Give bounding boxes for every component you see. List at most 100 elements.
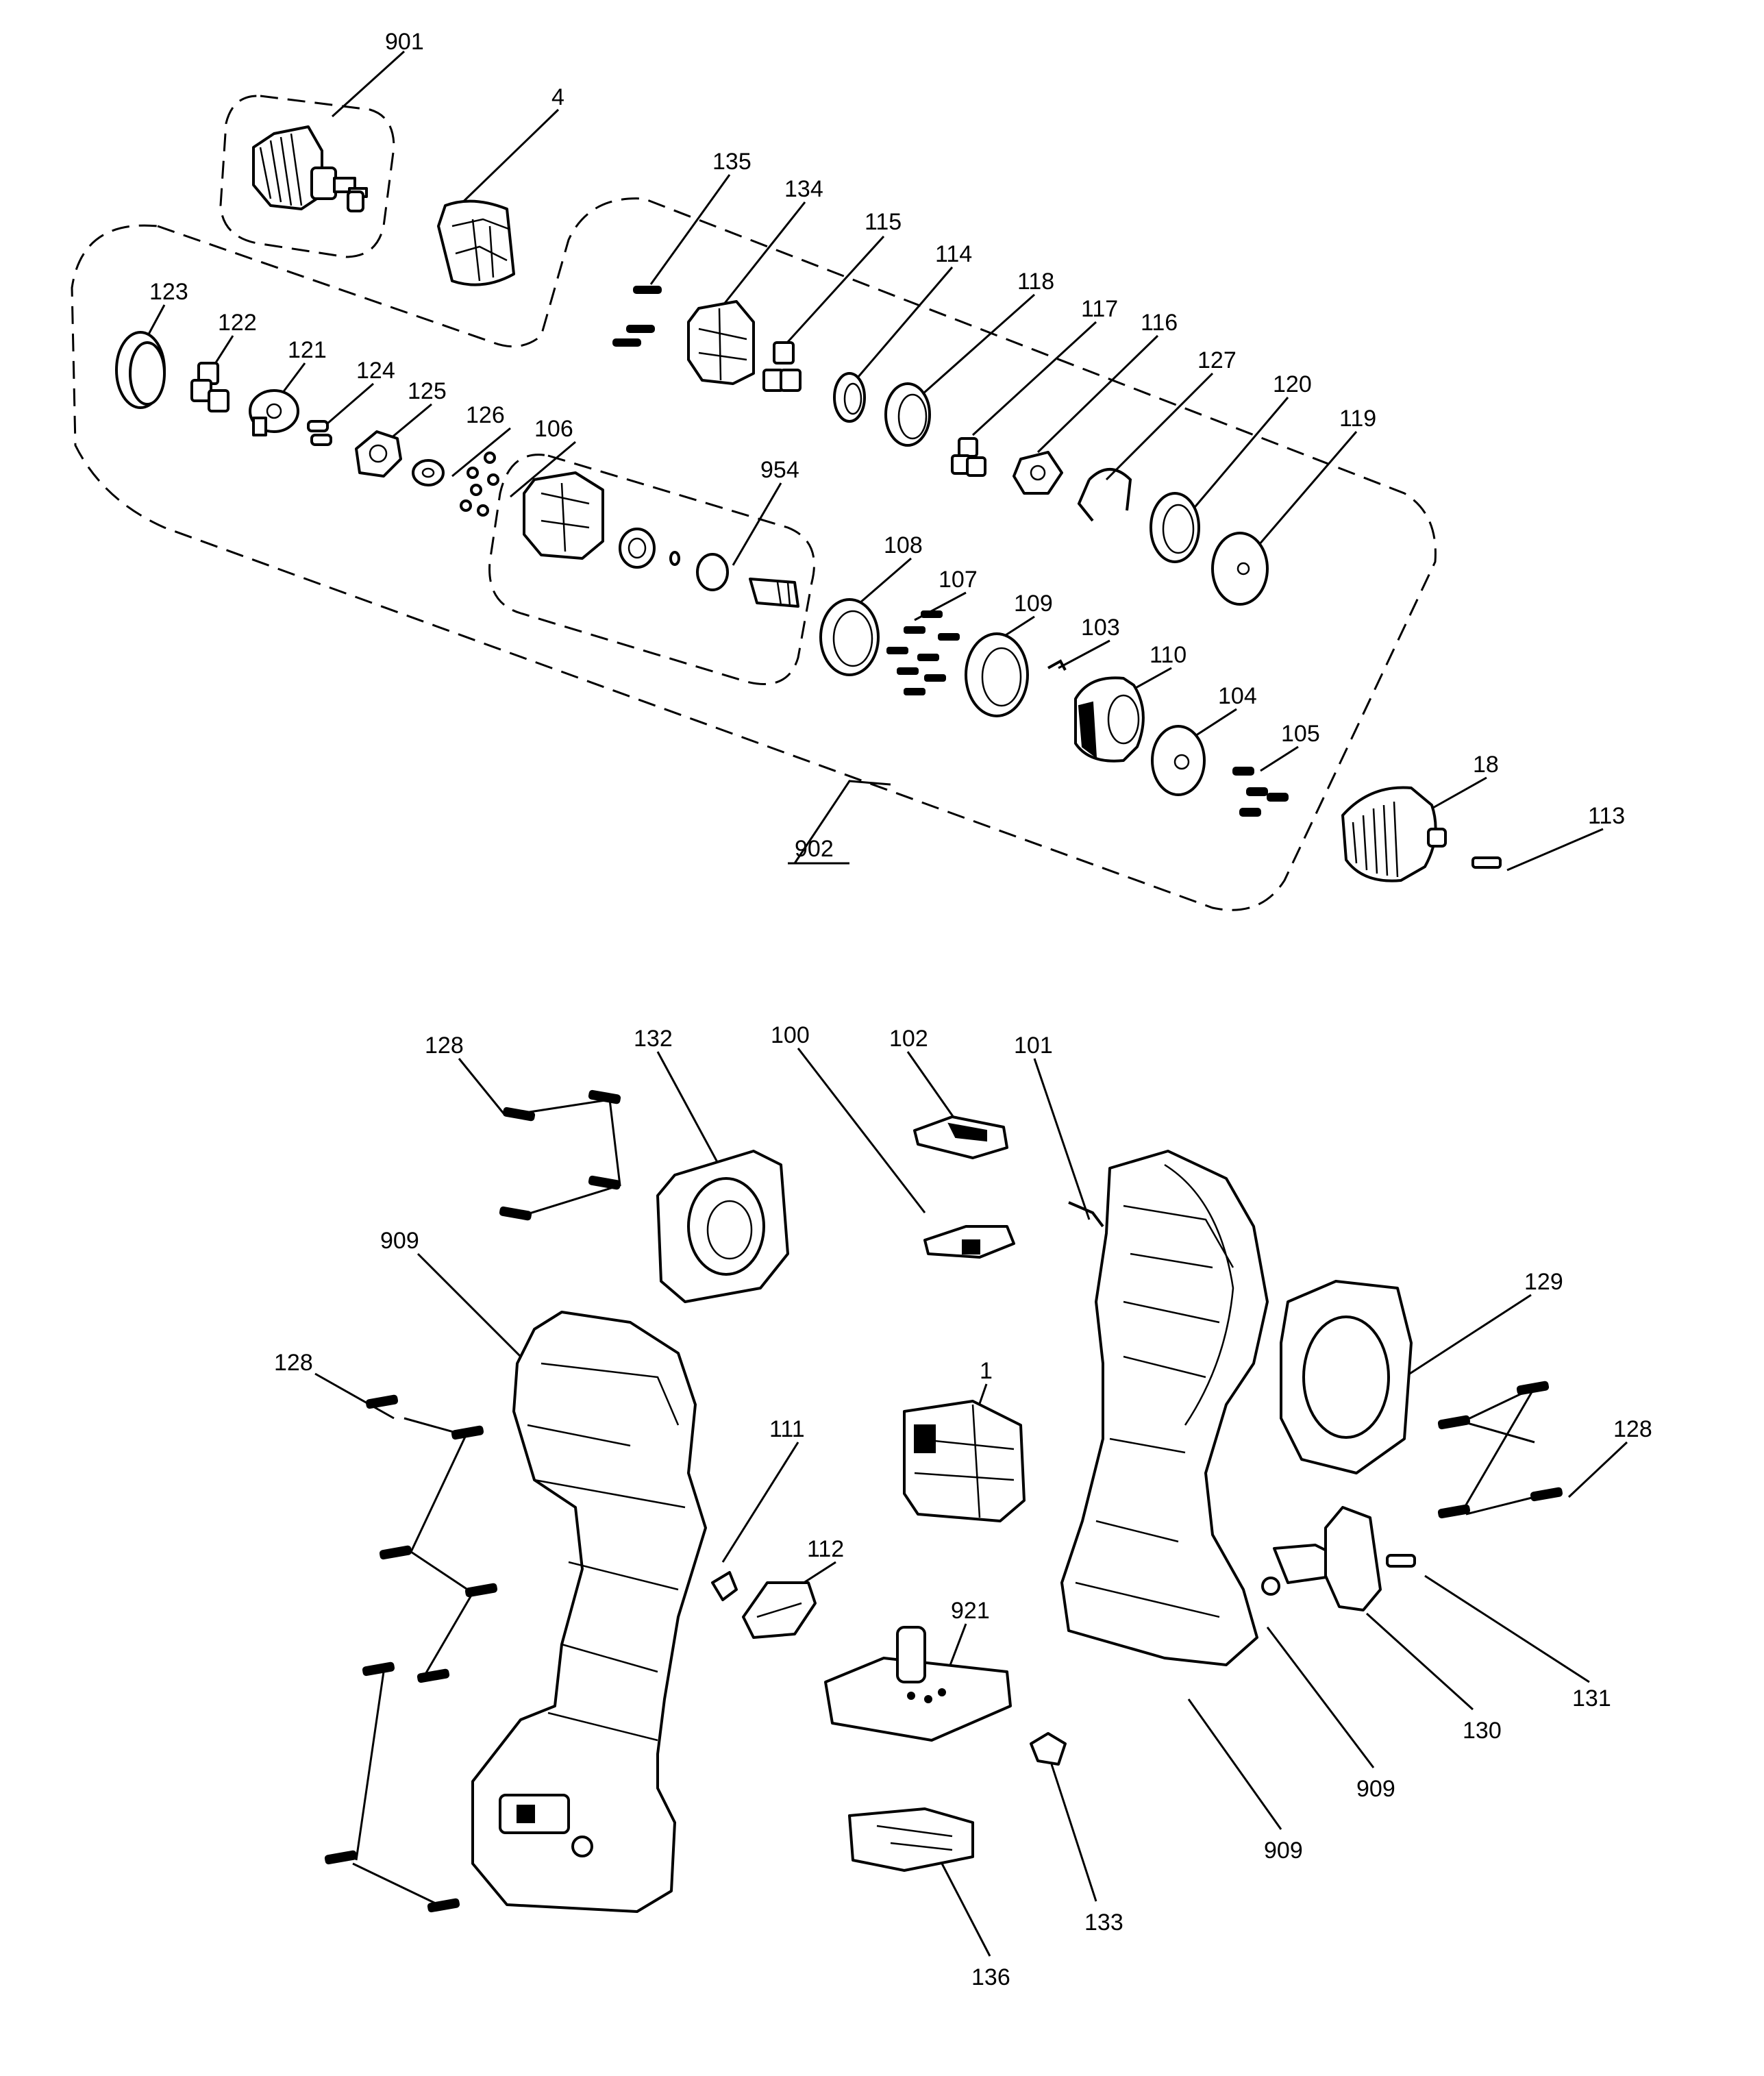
label-115: 115 (865, 209, 902, 235)
label-104: 104 (1218, 683, 1257, 709)
part-106-balls (460, 452, 499, 517)
label-134: 134 (784, 176, 823, 202)
part-132-bearing-plate (656, 1150, 789, 1303)
label-117: 117 (1081, 296, 1118, 322)
part-119-plate (1211, 532, 1269, 606)
label-901: 901 (385, 29, 424, 55)
label-909-right: 909 (1356, 1776, 1395, 1802)
label-127: 127 (1197, 347, 1237, 373)
part-104-plate (1151, 725, 1206, 796)
label-113: 113 (1588, 803, 1625, 829)
label-909-bottom: 909 (1264, 1838, 1303, 1864)
label-125: 125 (408, 378, 447, 404)
group-902-outline (71, 197, 1437, 911)
part-111-clip (711, 1571, 738, 1601)
part-110-sleeve (1074, 676, 1145, 763)
label-112: 112 (807, 1536, 844, 1562)
part-100-switch-slider (923, 1225, 1015, 1259)
label-133: 133 (1084, 1910, 1123, 1936)
label-128-right: 128 (1613, 1416, 1652, 1442)
part-101-spring (1068, 1201, 1104, 1228)
part-129-front-ring (1280, 1280, 1413, 1474)
part-921-contact-plate (824, 1626, 1012, 1742)
part-954-clutch-assembly (523, 471, 799, 608)
part-135-screws (612, 286, 662, 347)
part-134-gear-case (687, 300, 755, 385)
label-111: 111 (769, 1416, 805, 1442)
part-909-housing-right (1060, 1150, 1269, 1666)
part-127-spring-clip (1077, 468, 1132, 522)
label-135: 135 (712, 149, 751, 175)
label-132: 132 (634, 1026, 673, 1052)
part-117-gears (951, 437, 986, 477)
part-118-ring-gear (884, 382, 931, 447)
part-114-ring-gear (833, 372, 866, 423)
part-131-screw (1386, 1554, 1416, 1568)
part-105-screws (1232, 767, 1289, 817)
part-130-belt-clip (1261, 1506, 1382, 1611)
part-123-ring-gear (115, 331, 166, 409)
label-128-left: 128 (274, 1350, 313, 1376)
label-103: 103 (1081, 615, 1120, 641)
label-106: 106 (534, 416, 573, 442)
part-labels: 901 4 135 134 115 114 118 117 116 127 12… (149, 29, 1652, 1990)
leader-lines (139, 50, 1628, 1957)
label-118: 118 (1017, 269, 1054, 295)
label-129: 129 (1524, 1269, 1563, 1295)
label-921: 921 (951, 1598, 990, 1624)
label-902: 902 (795, 836, 834, 862)
part-128-screws-right (1437, 1381, 1563, 1519)
label-136: 136 (971, 1964, 1010, 1990)
label-128-top: 128 (425, 1033, 464, 1059)
label-102: 102 (889, 1026, 928, 1052)
part-124-pins (307, 420, 332, 446)
part-122-planet-gears (190, 362, 229, 412)
part-136-battery-latch (848, 1807, 974, 1872)
label-116: 116 (1141, 310, 1178, 336)
label-120: 120 (1273, 371, 1312, 397)
label-131: 131 (1572, 1685, 1611, 1712)
part-120-ring (1150, 492, 1200, 563)
label-1: 1 (980, 1358, 993, 1384)
part-18-chuck (1341, 786, 1447, 882)
part-107-pins (886, 610, 960, 695)
label-105: 105 (1281, 721, 1320, 747)
label-18: 18 (1473, 752, 1499, 778)
part-112-bracket (742, 1581, 817, 1639)
label-126: 126 (466, 402, 505, 428)
part-109-collar (965, 632, 1029, 717)
label-101: 101 (1014, 1033, 1053, 1059)
part-901-motor (252, 125, 368, 212)
part-4-gear-housing (437, 199, 515, 286)
part-128-screws-left (324, 1394, 498, 1913)
label-123: 123 (149, 279, 188, 305)
part-103-clip (1047, 659, 1067, 671)
part-113-screw (1471, 856, 1502, 869)
label-121: 121 (288, 337, 327, 363)
part-133-latch (1030, 1732, 1067, 1766)
label-108: 108 (884, 532, 923, 558)
group-901-outline (219, 95, 395, 258)
label-130: 130 (1463, 1718, 1502, 1744)
part-102-switch-lever (913, 1115, 1008, 1159)
label-109: 109 (1014, 591, 1053, 617)
part-108-ring (819, 598, 880, 676)
label-4: 4 (551, 84, 564, 110)
label-100: 100 (771, 1022, 810, 1048)
part-121-carrier (249, 389, 299, 436)
part-126-washer (412, 459, 445, 486)
part-116-carrier (1013, 451, 1063, 495)
label-954: 954 (760, 457, 799, 483)
part-1-switch (903, 1400, 1026, 1522)
label-909-top: 909 (380, 1228, 419, 1254)
part-115-gears (762, 341, 802, 392)
label-107: 107 (939, 567, 978, 593)
label-114: 114 (935, 241, 972, 267)
label-119: 119 (1339, 406, 1376, 432)
part-128-screws-top-left (499, 1089, 621, 1221)
label-122: 122 (218, 310, 257, 336)
part-125-gear-plate (355, 430, 402, 478)
label-110: 110 (1150, 642, 1187, 668)
part-909-housing-left (471, 1311, 707, 1913)
